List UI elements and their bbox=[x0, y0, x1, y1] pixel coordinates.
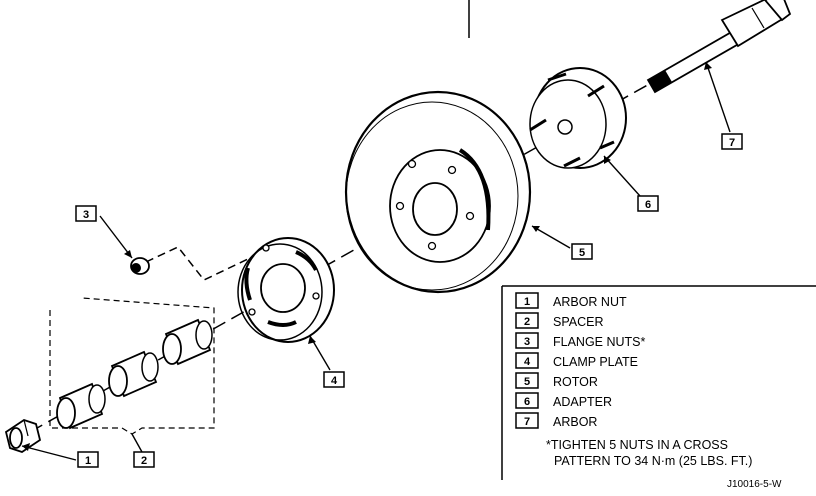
adapter-stud bbox=[587, 84, 605, 98]
rotor-stud-hole bbox=[465, 211, 475, 221]
legend-number: 4 bbox=[524, 356, 531, 368]
legend-number: 5 bbox=[524, 376, 530, 388]
spacer bbox=[162, 318, 213, 366]
legend-item-arbor: 7 ARBOR bbox=[515, 412, 597, 429]
leader-arrowheads bbox=[22, 62, 712, 451]
flange-nut bbox=[130, 257, 150, 275]
callout-5: 5 bbox=[571, 243, 593, 260]
callout-2-label: 2 bbox=[141, 455, 147, 467]
legend-label: ROTOR bbox=[553, 375, 598, 389]
legend-label: FLANGE NUTS* bbox=[553, 335, 646, 349]
callout-4-label: 4 bbox=[331, 375, 338, 387]
legend-label: CLAMP PLATE bbox=[553, 355, 638, 369]
legend-number: 3 bbox=[524, 336, 530, 348]
legend-item-rotor: 5 ROTOR bbox=[515, 372, 598, 389]
legend-number: 1 bbox=[524, 296, 530, 308]
adapter-stud bbox=[563, 156, 581, 168]
legend-item-arbor-nut: 1 ARBOR NUT bbox=[515, 292, 627, 309]
legend-label: ARBOR bbox=[553, 415, 597, 429]
spacer bbox=[108, 350, 159, 398]
callout-4: 4 bbox=[323, 371, 345, 388]
callout-6-label: 6 bbox=[645, 199, 651, 211]
rotor bbox=[344, 90, 532, 294]
adapter-stud bbox=[529, 118, 547, 132]
clamp-plate bbox=[237, 237, 335, 343]
callout-2: 2 bbox=[133, 451, 155, 468]
spacer-bracket bbox=[49, 297, 215, 435]
callout-1: 1 bbox=[77, 451, 99, 468]
adapter-stud bbox=[599, 140, 615, 150]
figure-code: J10016-5-W bbox=[727, 479, 782, 490]
flange-nut-route bbox=[145, 246, 251, 281]
legend-item-spacer: 2 SPACER bbox=[515, 312, 603, 329]
rotor-stud-hole bbox=[395, 201, 405, 211]
legend-item-flange-nuts: 3 FLANGE NUTS* bbox=[515, 332, 646, 349]
legend: 1 ARBOR NUT 2 SPACER 3 FLANGE NUTS* 4 CL… bbox=[501, 285, 816, 480]
torque-note-line-2: PATTERN TO 34 N·m (25 LBS. FT.) bbox=[554, 454, 752, 468]
arbor-nut bbox=[4, 419, 42, 453]
adapter bbox=[529, 67, 627, 169]
adapter-stud bbox=[547, 72, 567, 82]
callout-5-label: 5 bbox=[579, 247, 585, 259]
callout-6: 6 bbox=[637, 195, 659, 212]
legend-label: ARBOR NUT bbox=[553, 295, 627, 309]
legend-item-adapter: 6 ADAPTER bbox=[515, 392, 612, 409]
callout-3-label: 3 bbox=[83, 209, 89, 221]
torque-note-line-1: *TIGHTEN 5 NUTS IN A CROSS bbox=[546, 438, 728, 452]
callout-1-label: 1 bbox=[85, 455, 91, 467]
callout-3: 3 bbox=[75, 205, 97, 222]
rotor-stud-hole bbox=[407, 159, 417, 169]
callout-7-label: 7 bbox=[729, 137, 735, 149]
rotor-stud-hole bbox=[427, 241, 437, 251]
rotor-stud-hole bbox=[447, 165, 457, 175]
legend-number: 2 bbox=[524, 316, 530, 328]
legend-number: 7 bbox=[524, 416, 530, 428]
legend-item-clamp-plate: 4 CLAMP PLATE bbox=[515, 352, 638, 369]
assembly-centerline bbox=[29, 77, 661, 433]
callout-7: 7 bbox=[721, 133, 743, 150]
legend-label: SPACER bbox=[553, 315, 603, 329]
legend-number: 6 bbox=[524, 396, 530, 408]
legend-label: ADAPTER bbox=[553, 395, 612, 409]
arbor bbox=[646, 0, 792, 94]
spacer bbox=[56, 382, 106, 430]
